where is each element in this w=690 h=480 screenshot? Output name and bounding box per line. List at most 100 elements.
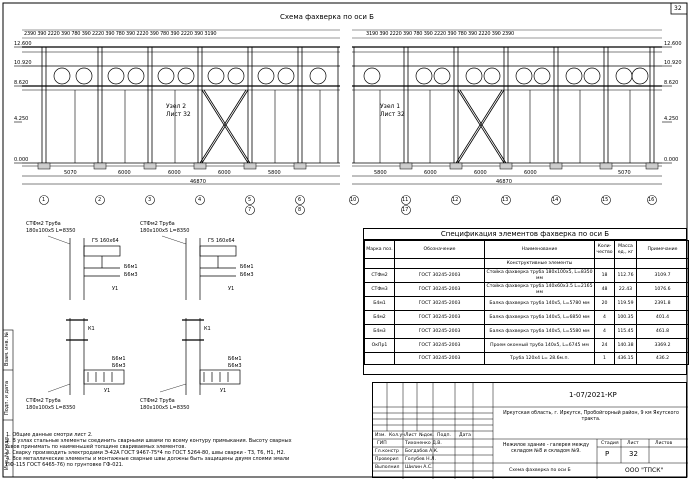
axis-label: 2 — [98, 197, 102, 203]
elevation-left — [14, 29, 340, 215]
detail-k: К1 — [88, 326, 95, 332]
axis-bubbles-right — [349, 195, 657, 215]
sheet-value: 32 — [629, 450, 638, 458]
spec-header-row: Марка поз. Обозначение Наименование Коли… — [364, 240, 689, 259]
role-label: Проверил — [375, 457, 399, 462]
span-dim: 6000 — [118, 170, 131, 176]
detail-nodes — [47, 235, 241, 395]
sheet-number-box — [670, 2, 688, 15]
project-address: Иркутская область, г. Иркутск, Пробойгор… — [503, 411, 679, 422]
role-label: Выполнил — [375, 465, 400, 470]
elevation-right — [349, 29, 672, 215]
spec-title: Спецификация элементов фахверка по оси Б — [364, 229, 686, 240]
detail-u: У1 — [228, 286, 235, 292]
spec-header: Наименование — [484, 240, 595, 259]
elevation-label: 8.620 — [14, 80, 29, 86]
detail-mark: Б6м1 — [240, 264, 254, 270]
span-dim: 5070 — [618, 170, 631, 176]
elevation-label: 0.000 — [14, 157, 29, 163]
axis-label: 17 — [402, 207, 409, 213]
node-callout-sheet: Лист 32 — [380, 111, 405, 118]
span-dim: 6000 — [168, 170, 181, 176]
spec-header: Коли-чество — [594, 240, 615, 259]
detail-u: У1 — [112, 286, 119, 292]
detail-mark: Б6м3 — [228, 363, 242, 369]
spec-header: Примечание — [636, 240, 689, 259]
side-stamp — [2, 329, 14, 478]
elevation-label: 0.000 — [664, 157, 679, 163]
detail-mark: Б6м1 — [228, 356, 242, 362]
person-name: Голубев Н.Л. — [405, 457, 436, 462]
note-line: 4. Все металлические элементы и монтажны… — [6, 456, 290, 462]
detail-u: У1 — [220, 388, 227, 394]
detail-size: 180х100х5 L=8350 — [140, 228, 190, 234]
total-dim: 46870 — [496, 179, 512, 185]
detail-k: К1 — [204, 326, 211, 332]
note-line: ПФ-115 ГОСТ 6465-76) по грунтовке ГФ-021… — [6, 462, 124, 468]
stage-value: Р — [605, 450, 610, 458]
axis-label: 1 — [42, 197, 46, 203]
title-block-grid — [373, 383, 688, 479]
span-dim: 6000 — [218, 170, 231, 176]
elevation-label: 8.620 — [664, 80, 679, 86]
detail-mark: Б6м1 — [112, 356, 126, 362]
span-dim: 5800 — [374, 170, 387, 176]
company-name: ООО "ТПСК" — [625, 467, 664, 474]
note-line: 2. В узлах стальные элементы соединить с… — [6, 438, 292, 444]
detail-mark: Б6м3 — [240, 272, 254, 278]
person-name: Тихоненко Д.В. — [405, 441, 442, 446]
project-object: Нежилое здание - галерея между складом №… — [502, 443, 590, 454]
axis-label: 15 — [602, 197, 609, 203]
spec-section: Конструктивные элементы — [484, 258, 595, 269]
node-callout-sheet: Лист 32 — [166, 111, 191, 118]
detail-size: 180х100х5 L=8350 — [140, 405, 190, 411]
detail-size: 180х100х5 L=8350 — [26, 405, 76, 411]
detail-mark: Б6м3 — [112, 363, 126, 369]
col-header: Кол.уч — [389, 433, 405, 438]
top-dim-chain-right: 3190 390 2220 390 780 390 2220 390 780 3… — [366, 31, 514, 37]
total-dim: 46870 — [190, 179, 206, 185]
col-header: Лист — [405, 433, 417, 438]
axis-label: 16 — [648, 197, 655, 203]
spec-header: Масса ед., кг — [614, 240, 637, 259]
elevation-label: 10.920 — [664, 60, 682, 66]
axis-label: 3 — [148, 197, 152, 203]
spec-header: Обозначение — [394, 240, 485, 259]
note-line: швов принимать по наименьшей толщине сва… — [6, 444, 186, 450]
axis-bubbles-left — [39, 195, 305, 215]
specification-table: Спецификация элементов фахверка по оси Б… — [363, 228, 689, 375]
role-label: Гл.констр — [375, 449, 399, 454]
axis-label: 5 — [248, 197, 252, 203]
elevation-label: 4.250 — [664, 116, 679, 122]
axis-label: 10 — [350, 197, 357, 203]
elevation-label: 4.250 — [14, 116, 29, 122]
elevation-label: 12.600 — [664, 41, 682, 47]
top-dim-chain-left: 2390 390 2220 390 780 390 2220 390 780 3… — [24, 31, 217, 37]
axis-label: 14 — [552, 197, 559, 203]
detail-label: СТФм2 Труба — [26, 221, 61, 227]
detail-label: СТФм2 Труба — [140, 221, 175, 227]
span-dim: 5070 — [64, 170, 77, 176]
corner-sheet-number: 32 — [674, 5, 682, 12]
axis-label: 8 — [298, 207, 302, 213]
span-dim: 6000 — [474, 170, 487, 176]
stage-header: Стадия — [601, 441, 619, 446]
sheets-header: Листов — [655, 441, 673, 446]
axis-label: 7 — [248, 207, 252, 213]
person-name: Шилин А.С. — [405, 465, 433, 470]
note-line: 1. Общие данные смотри лист 2. — [6, 432, 93, 438]
col-header: Изм. — [375, 433, 386, 438]
sheet-header: Лист — [627, 441, 639, 446]
axis-label: 13 — [502, 197, 509, 203]
title-block: 1-07/2021-КР Иркутская область, г. Иркут… — [372, 382, 688, 479]
span-dim: 5800 — [268, 170, 281, 176]
node-callout-title: Узел 1 — [380, 103, 401, 110]
